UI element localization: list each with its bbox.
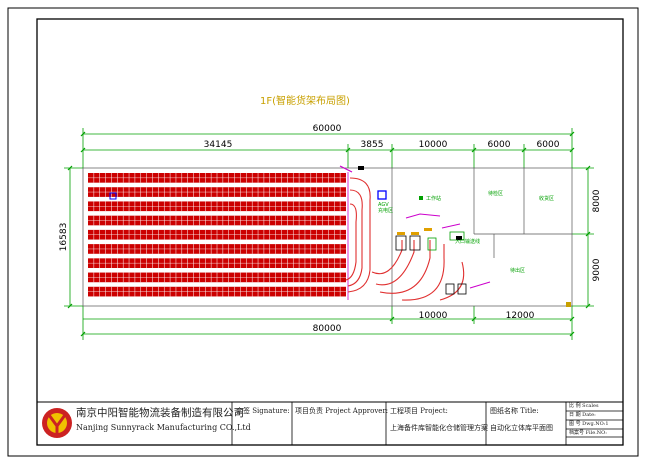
dim-center-room-bottom: 10000	[419, 311, 448, 321]
dimension-lines	[64, 128, 594, 340]
dim-right-lower: 9000	[592, 258, 602, 281]
workstation-accents	[397, 228, 432, 235]
rack-row	[88, 258, 346, 269]
date-label: 日 期 Date:	[569, 412, 596, 418]
dimension-ticks	[67, 131, 591, 337]
approver-label: 项目负责 Project Approver:	[295, 407, 389, 415]
sheet-inner-border	[36, 18, 624, 446]
dim-center-room-top: 10000	[419, 140, 448, 150]
signature-label: 会签 Signature:	[236, 407, 290, 415]
dim-height-left: 16583	[59, 223, 69, 252]
company-logo	[42, 408, 72, 438]
device-box	[456, 236, 462, 240]
rack-row	[88, 272, 346, 283]
rack-row	[88, 173, 346, 183]
magenta-arrow-2	[441, 223, 461, 229]
drawing-title: 1F(智能货架布局图)	[260, 94, 350, 107]
small-green-box	[419, 196, 423, 200]
dim-right-room-a: 6000	[488, 140, 511, 150]
top-device-marker	[358, 166, 364, 170]
project-label: 工程项目 Project:	[390, 407, 448, 415]
company-name-en: Nanjing Sunnyrack Manufacturing CO.,Ltd	[76, 423, 251, 432]
drawing-name-value: 自动化立体库平面图	[490, 424, 553, 432]
scale-label: 比 例 Scales	[569, 403, 599, 409]
magenta-arrow-1	[405, 213, 441, 219]
magenta-arrow-3	[469, 281, 491, 289]
dim-right-upper: 8000	[592, 189, 602, 212]
company-name-cn: 南京中阳智能物流装备制造有限公司	[76, 407, 244, 419]
title-block	[37, 401, 623, 445]
corner-marker	[566, 302, 571, 307]
agv-paths	[345, 177, 465, 301]
rack-row	[88, 215, 346, 226]
top-magenta-marker	[339, 165, 353, 173]
label-workstation: 工作站	[426, 195, 441, 202]
rack-row	[88, 201, 346, 212]
dim-overall-bottom: 80000	[313, 324, 342, 334]
rack-row	[88, 187, 346, 197]
label-inbound-line: 入口输送线	[455, 238, 480, 245]
agv-blue-marker	[377, 190, 387, 200]
drawing-name-label: 图纸名称 Title:	[490, 407, 539, 415]
drawing-no-label: 图 号 Dwg.NO:1	[569, 421, 609, 427]
rack-area	[88, 173, 346, 297]
label-lower-room: 待出区	[510, 267, 525, 274]
rack-row	[88, 229, 346, 240]
dim-right-room-b: 6000	[537, 140, 560, 150]
dim-aisle: 3855	[361, 140, 384, 150]
dim-right-room-bottom: 12000	[506, 311, 535, 321]
rack-row	[88, 244, 346, 254]
label-upper-left-room: 待检区	[488, 190, 503, 197]
dim-overall-top: 60000	[313, 124, 342, 134]
rack-blue-marker	[109, 192, 117, 200]
file-no-label: 档案号 File.NO:	[569, 430, 607, 436]
rack-row	[88, 286, 346, 297]
project-value: 上海备件库智能化仓储管理方案	[390, 424, 488, 432]
label-upper-right-room: 收货区	[539, 195, 554, 202]
dim-rack-zone: 34145	[204, 140, 233, 150]
